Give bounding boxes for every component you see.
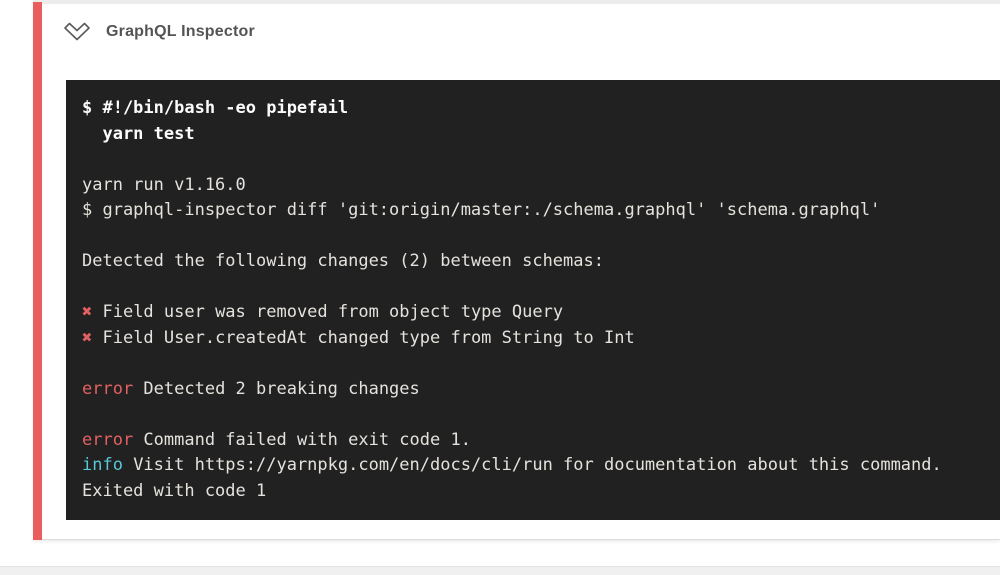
step-header-toggle[interactable]: GraphQL Inspector xyxy=(63,21,255,43)
terminal-line: Exited with code 1 xyxy=(82,479,984,505)
log-text: Command failed with exit code 1. xyxy=(133,429,471,450)
terminal-line: ✖ Field User.createdAt changed type from… xyxy=(82,326,984,352)
terminal-line xyxy=(82,224,984,250)
terminal-line: Detected the following changes (2) betwe… xyxy=(82,249,984,275)
terminal-line: yarn run v1.16.0 xyxy=(82,173,984,199)
step-title: GraphQL Inspector xyxy=(106,23,255,40)
terminal-line: $ graphql-inspector diff 'git:origin/mas… xyxy=(82,198,984,224)
log-level-token: error xyxy=(82,429,134,450)
terminal-line xyxy=(82,351,984,377)
terminal-line: error Command failed with exit code 1. xyxy=(82,428,984,454)
log-level-token: ✖ xyxy=(82,302,93,322)
terminal-line: info Visit https://yarnpkg.com/en/docs/c… xyxy=(82,453,984,479)
log-level-token: info xyxy=(82,455,123,475)
terminal-line: ✖ Field user was removed from object typ… xyxy=(82,300,984,326)
log-text: Visit https://yarnpkg.com/en/docs/cli/ru… xyxy=(122,455,942,475)
log-text: Field User.createdAt changed type from S… xyxy=(92,327,635,348)
terminal-line: yarn test xyxy=(82,122,984,148)
log-text: Detected the following changes (2) betwe… xyxy=(82,251,604,271)
terminal-line: $ #!/bin/bash -eo pipefail xyxy=(82,96,984,122)
terminal-line xyxy=(82,147,984,173)
log-level-token: ✖ xyxy=(82,327,93,348)
next-section-divider xyxy=(0,566,1000,575)
chevron-double-down-icon[interactable] xyxy=(63,21,91,43)
terminal-line: error Detected 2 breaking changes xyxy=(82,377,984,403)
log-text: Detected 2 breaking changes xyxy=(133,378,420,399)
terminal-line xyxy=(82,275,984,301)
terminal-line xyxy=(82,402,984,428)
graphql-inspector-step-card: GraphQL Inspector $ #!/bin/bash -eo pipe… xyxy=(33,0,1000,540)
log-text: yarn test xyxy=(82,123,195,144)
failure-indicator-stripe xyxy=(33,2,42,540)
log-text: Exited with code 1 xyxy=(82,480,267,501)
log-text: $ #!/bin/bash -eo pipefail xyxy=(82,98,349,118)
log-level-token: error xyxy=(82,378,134,399)
terminal-output: $ #!/bin/bash -eo pipefail yarn test yar… xyxy=(66,80,1000,520)
log-text: Field user was removed from object type … xyxy=(92,302,564,322)
log-text: $ graphql-inspector diff 'git:origin/mas… xyxy=(82,200,881,220)
log-text: yarn run v1.16.0 xyxy=(82,174,246,195)
